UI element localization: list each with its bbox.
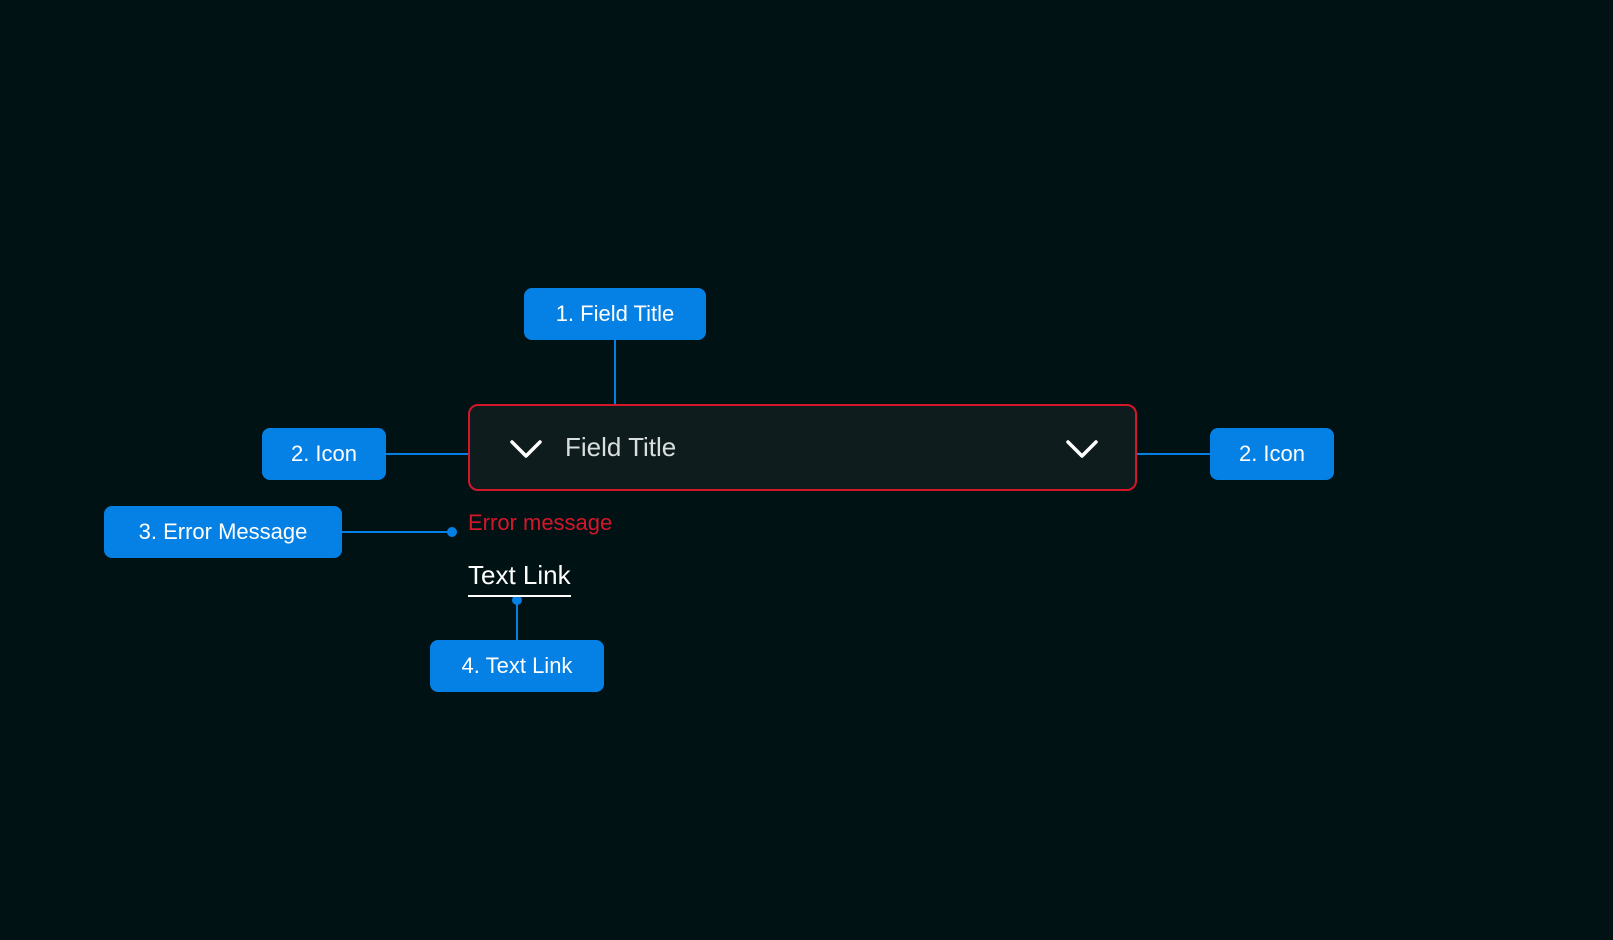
callout-icon-right: 2. Icon (1210, 428, 1334, 480)
field-title: Field Title (565, 432, 677, 462)
callout-error-message-label: 3. Error Message (138, 519, 308, 544)
connector-dot-error-message (447, 527, 457, 537)
connector-dot-text-link (512, 595, 522, 605)
callout-text-link: 4. Text Link (430, 640, 604, 692)
chevron-down-icon[interactable] (508, 435, 544, 461)
chevron-down-icon[interactable] (1064, 435, 1100, 461)
callout-icon-right-label: 2. Icon (1238, 441, 1306, 466)
callout-field-title-label: 1. Field Title (555, 301, 675, 326)
dropdown-field[interactable]: Field Title (468, 404, 1137, 491)
callout-text-link-label: 4. Text Link (461, 653, 573, 678)
callout-error-message: 3. Error Message (104, 506, 342, 558)
callout-icon-left: 2. Icon (262, 428, 386, 480)
error-message: Error message (468, 510, 613, 535)
callout-field-title: 1. Field Title (524, 288, 706, 340)
callout-icon-left-label: 2. Icon (290, 441, 358, 466)
text-link[interactable]: Text Link (468, 560, 571, 597)
